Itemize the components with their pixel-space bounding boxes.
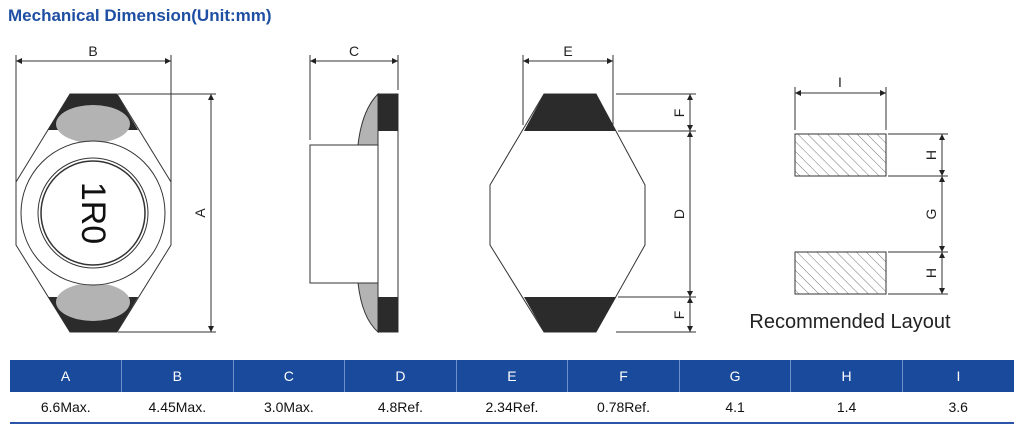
bottom-view: E F D F bbox=[489, 43, 696, 333]
page-title: Mechanical Dimension(Unit:mm) bbox=[8, 6, 272, 25]
pad-bottom bbox=[794, 251, 887, 295]
label-f-top: F bbox=[671, 109, 687, 118]
table-cell: 2.34Ref. bbox=[485, 399, 539, 415]
label-h-bottom: H bbox=[923, 268, 939, 278]
dimension-table: A B C D E F G H I 6.6Max. 4.45Max. 3.0Ma… bbox=[10, 360, 1014, 424]
table-cell: 4.1 bbox=[725, 399, 745, 415]
table-cell: 4.45Max. bbox=[148, 399, 207, 415]
label-d: D bbox=[671, 209, 687, 219]
label-g: G bbox=[923, 209, 939, 220]
label-i: I bbox=[838, 74, 842, 90]
col-header: G bbox=[678, 360, 791, 392]
part-marking: 1R0 bbox=[74, 182, 112, 244]
table-cell: 0.78Ref. bbox=[597, 399, 650, 415]
label-a: A bbox=[192, 208, 208, 218]
label-h-top: H bbox=[923, 150, 939, 160]
col-header: B bbox=[121, 360, 234, 392]
mechanical-drawing: B 1R0 A C E F D F I H G H Recommended La… bbox=[15, 43, 951, 334]
col-header: I bbox=[901, 360, 1014, 392]
label-b: B bbox=[88, 43, 97, 59]
table-cell: 4.8Ref. bbox=[377, 399, 423, 415]
table-row: 6.6Max. 4.45Max. 3.0Max. 4.8Ref. 2.34Ref… bbox=[10, 392, 1014, 423]
table-cell: 3.6 bbox=[948, 399, 968, 415]
col-header: C bbox=[232, 360, 345, 392]
col-header: A bbox=[10, 360, 122, 392]
table-cell: 1.4 bbox=[836, 399, 857, 415]
table-cell: 6.6Max. bbox=[40, 399, 91, 415]
table-header-row: A B C D E F G H I bbox=[10, 360, 1014, 392]
recommended-layout: I H G H Recommended Layout bbox=[749, 74, 951, 333]
col-header: F bbox=[567, 360, 680, 392]
top-view: B 1R0 A bbox=[15, 43, 216, 333]
side-view: C bbox=[309, 43, 399, 334]
col-header: D bbox=[344, 360, 457, 392]
label-f-bottom: F bbox=[671, 311, 687, 320]
table-cell: 3.0Max. bbox=[263, 399, 314, 415]
col-header: H bbox=[790, 360, 903, 392]
col-header: E bbox=[455, 360, 568, 392]
label-e: E bbox=[563, 43, 572, 59]
pad-top bbox=[794, 133, 887, 177]
label-c: C bbox=[349, 43, 359, 59]
layout-caption: Recommended Layout bbox=[749, 311, 951, 333]
